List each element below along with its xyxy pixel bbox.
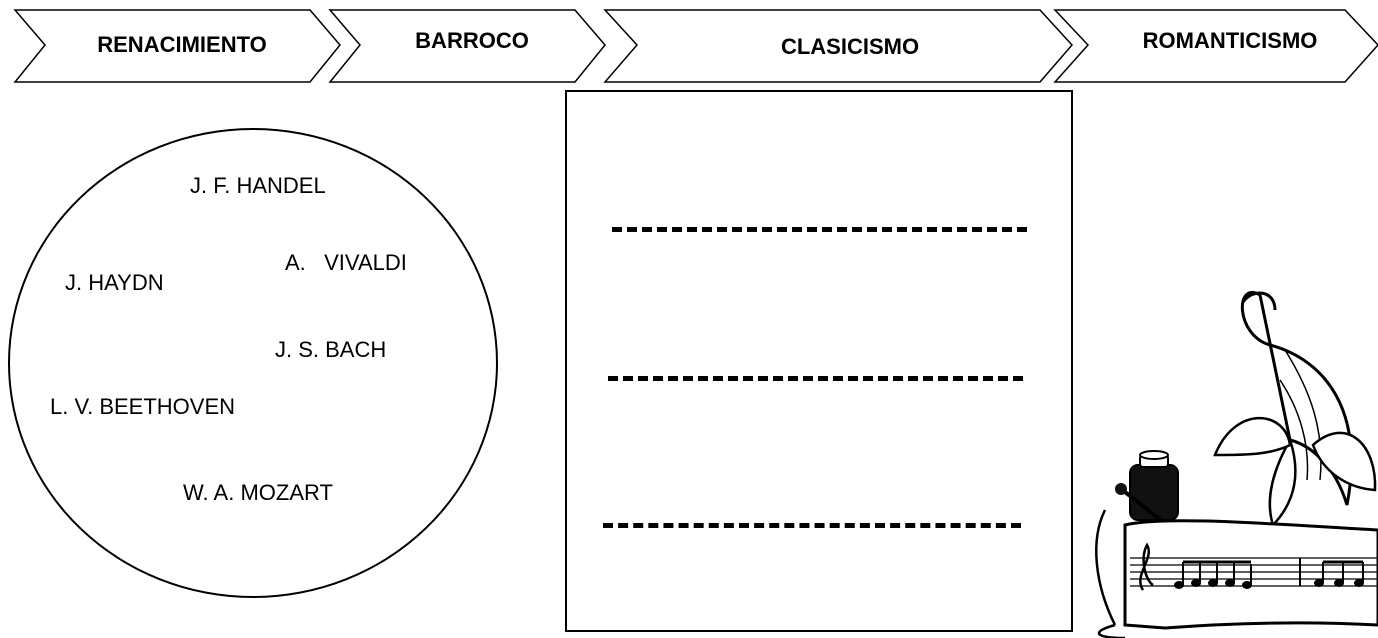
answer-blank-line[interactable] xyxy=(608,376,1023,381)
period-arrow-barroco xyxy=(328,9,606,83)
period-label-barroco: BARROCO xyxy=(415,28,529,53)
period-label-romanticismo: ROMANTICISMO xyxy=(1142,28,1318,53)
period-arrow-romanticismo xyxy=(1053,9,1378,83)
period-label-renacimiento: RENACIMIENTO xyxy=(97,32,267,57)
composer-bach: J. S. BACH xyxy=(275,337,387,362)
quill-inkwell-sheet-music-icon xyxy=(1095,291,1378,638)
answer-blank-line[interactable] xyxy=(603,523,1021,528)
period-arrow-renacimiento xyxy=(13,9,341,83)
composer-mozart: W. A. MOZART xyxy=(183,480,333,505)
composer-handel: J. F. HANDEL xyxy=(190,173,326,198)
period-arrow-clasicismo xyxy=(603,9,1074,83)
composer-circle xyxy=(8,128,498,598)
composer-haydn: J. HAYDN xyxy=(65,270,164,295)
answer-box xyxy=(565,90,1073,632)
period-timeline xyxy=(13,9,1378,83)
answer-blank-line[interactable] xyxy=(612,227,1027,232)
period-label-clasicismo: CLASICISMO xyxy=(780,34,920,59)
composer-beethoven: L. V. BEETHOVEN xyxy=(50,394,236,419)
composer-vivaldi: A. VIVALDI xyxy=(285,250,407,275)
